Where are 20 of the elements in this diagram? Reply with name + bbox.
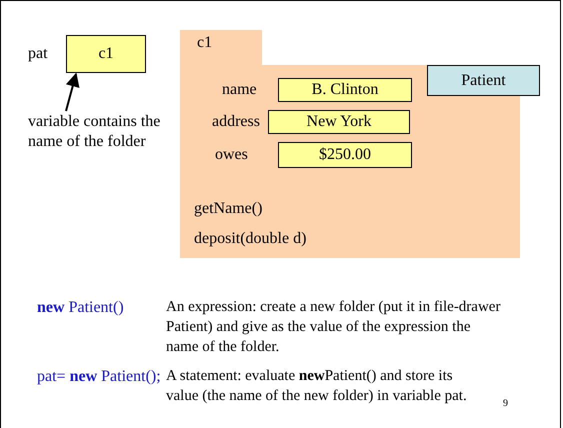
folder-tab-label: c1 <box>197 34 212 52</box>
variable-name: address <box>212 112 260 132</box>
value-box: New York <box>268 110 410 134</box>
variable-name: name <box>222 80 257 100</box>
slide-number: 9 <box>503 397 508 411</box>
explanation-text: An expression: create a new folder (put it in file-drawer Patient) and give as the value of the expression the name of the folder. <box>166 298 502 357</box>
folder <box>180 30 520 258</box>
arrow <box>65 72 80 112</box>
value-box: c1 <box>66 35 146 73</box>
variable-name: owes <box>215 145 248 165</box>
class-name-box: Patient <box>427 65 540 96</box>
variable-name: pat <box>28 44 48 64</box>
value-box: $250.00 <box>278 142 412 168</box>
method-name: getName() <box>194 199 262 219</box>
method-name: deposit(double d) <box>194 229 306 249</box>
code-expression: new Patient() <box>37 298 124 318</box>
explanation-text: A statement: evaluate newPatient() and store its value (the name of the new folder) in variable pat. <box>166 367 468 406</box>
code-statement: pat= new Patient(); <box>37 367 161 387</box>
note-text: variable contains the name of the folder <box>28 112 163 152</box>
value-box: B. Clinton <box>278 78 412 102</box>
